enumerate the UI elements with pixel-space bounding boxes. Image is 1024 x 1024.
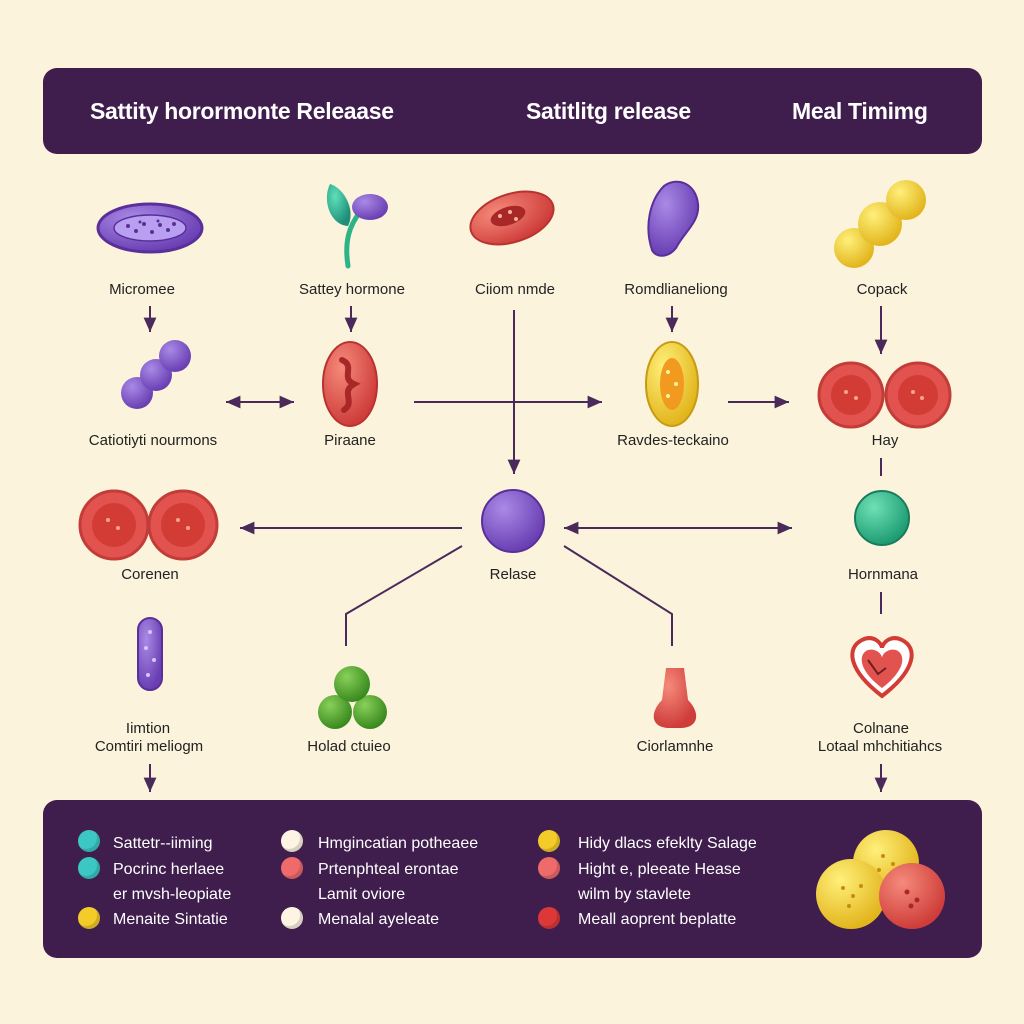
header-title-left: Sattity horormonte Releaase — [90, 98, 394, 124]
holad-cell-icon — [318, 666, 387, 729]
colnane-heart-icon — [850, 636, 914, 699]
node-label-copack: Copack — [856, 281, 908, 298]
node-label-piraane: Piraane — [324, 432, 376, 449]
node-label-colnane: Colnane — [853, 720, 909, 737]
legend-dot-yellow — [78, 907, 100, 929]
legend-dot-teal — [78, 857, 100, 879]
legend-item: Lamit oviore — [318, 886, 406, 903]
node-label-holad: Holad ctuieo — [307, 738, 391, 755]
ciiom-cell-icon — [469, 190, 555, 246]
ciorlamnhe-cell-icon — [653, 668, 697, 728]
satiety-hormone-icon — [326, 184, 388, 269]
copack-cell-icon — [834, 180, 926, 268]
legend-item: wilm by stavlete — [578, 886, 691, 903]
legend-item: Meall aoprent beplatte — [578, 911, 737, 928]
node-label-corenen: Corenen — [121, 566, 179, 583]
node-label-ciiom-nmde: Ciiom nmde — [474, 281, 556, 298]
legend-item: Menaite Sintatie — [113, 911, 228, 928]
catiotiyti-cell-icon — [121, 340, 191, 409]
legend-item: er mvsh-leopiate — [113, 886, 232, 903]
piraane-cell-icon — [322, 341, 378, 427]
micromee-cell-icon — [96, 202, 204, 254]
node-label-romdlia: Romdlianeliong — [624, 281, 728, 298]
header-title-center: Satitlitg release — [526, 98, 691, 124]
hornmana-cell-icon — [854, 490, 910, 546]
legend-cell-cluster-icon — [816, 830, 945, 929]
node-label-lotaal: Lotaal mhchitiahcs — [817, 738, 943, 755]
node-label-hornmana: Hornmana — [847, 566, 919, 583]
legend-dot-red — [538, 857, 560, 879]
corenen-cell-icon — [78, 489, 219, 561]
node-label-catiotiyti: Catiotiyti nourmons — [88, 432, 218, 449]
node-label-hay: Hay — [871, 432, 899, 449]
legend-dot-teal — [78, 830, 100, 852]
node-label-ciorlamnhe: Ciorlamnhe — [636, 738, 714, 755]
header-title-right: Meal Timimg — [792, 98, 928, 124]
hay-cell-icon — [817, 361, 952, 429]
node-label-release: Relase — [489, 566, 537, 583]
header-bar: Sattity horormonte Releaase Satitlitg re… — [43, 68, 982, 154]
legend-dot-yellow — [538, 830, 560, 852]
release-center-icon — [481, 489, 545, 553]
legend-item: Sattetr--iiming — [113, 835, 213, 852]
connector-lines — [143, 306, 888, 792]
node-label-satiety-hormone: Sattey hormone — [299, 281, 405, 298]
limtion-cell-icon — [137, 617, 163, 691]
legend-item: Hight e, pleeate Hease — [578, 861, 741, 878]
legend-item: Hidy dlacs efeklty Salage — [578, 835, 757, 852]
legend-item: Menalal ayeleate — [318, 911, 439, 928]
node-label-comtiri: Comtiri meliogm — [94, 738, 204, 755]
node-label-ravdes: Ravdes-teckaino — [617, 432, 729, 449]
legend-panel: Sattetr--iiming Pocrinc herlaee er mvsh-… — [43, 800, 982, 958]
node-label-limtion: Iimtion — [125, 720, 171, 737]
legend-dot-dark-red — [538, 907, 560, 929]
legend-dot-cream — [281, 830, 303, 852]
legend-item: Pocrinc herlaee — [113, 861, 225, 878]
ravdes-cell-icon — [645, 341, 699, 427]
legend-item: Prtenphteal erontae — [318, 861, 459, 878]
legend-dot-red — [281, 857, 303, 879]
legend-dot-cream — [281, 907, 303, 929]
romdlia-cell-icon — [647, 180, 700, 257]
legend-item: Hmgincatian potheaee — [318, 835, 479, 852]
node-label-micromee: Micromee — [109, 281, 175, 298]
